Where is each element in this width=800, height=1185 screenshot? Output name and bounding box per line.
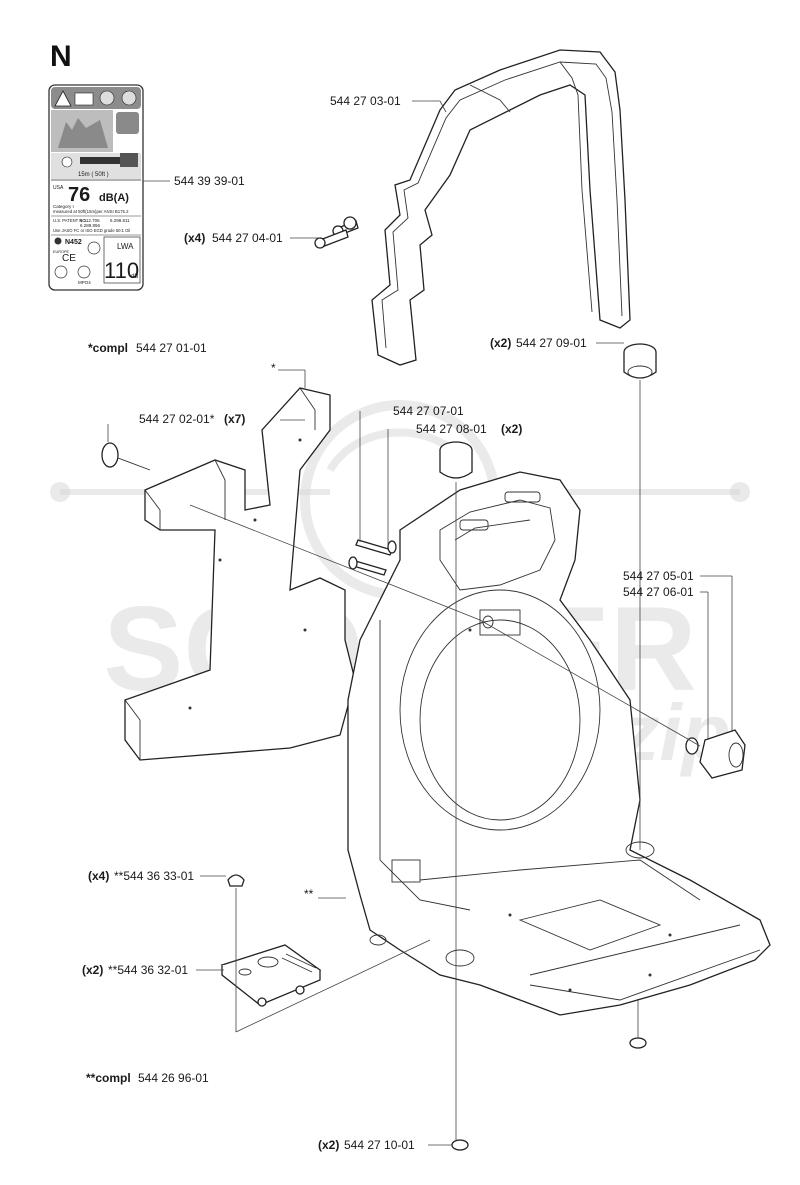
decal-round-icon: [54, 237, 62, 245]
foot-screw: [227, 874, 245, 887]
frame-screws: [314, 216, 359, 249]
decal-europe: EUROPE: [53, 250, 70, 254]
glove-icon: [116, 112, 139, 134]
label-compl-base: 544 26 96-01: [138, 1071, 209, 1085]
no-bystander-icon: [61, 156, 73, 168]
label-compl-pad-prefix: *compl: [88, 341, 128, 355]
pad-clip: [101, 442, 151, 471]
decal-patent-1: 6.112.706: [80, 218, 100, 223]
label-grommet-right: 544 27 09-01: [516, 336, 587, 350]
label-screw-qty: (x4): [184, 231, 205, 245]
decal-db-unit: dB(A): [99, 192, 129, 204]
label-star: *: [271, 361, 276, 375]
decal-patent-3: 6.289.856: [80, 223, 101, 228]
label-grommet-top: 544 27 08-01: [416, 422, 487, 436]
decal-distance: 15m ( 50ft ): [78, 172, 109, 178]
backrest-frame: [347, 471, 771, 1016]
bolts: [348, 539, 397, 576]
label-bolt: 544 27 07-01: [393, 404, 464, 418]
label-compl-base-prefix: **compl: [86, 1071, 131, 1085]
decal-lwa-unit: dB: [131, 274, 138, 280]
decal-sound-icon: [87, 241, 101, 255]
decal-model: N452: [65, 239, 82, 246]
foot-pad: [220, 944, 322, 1007]
label-decal: 544 39 39-01: [174, 174, 245, 188]
warning-decal: 15m ( 50ft ) USA 76 dB(A) Category I mea…: [48, 84, 144, 291]
label-grommet-top-qty: (x2): [501, 422, 522, 436]
label-frame-top: 544 27 03-01: [330, 94, 401, 108]
decal-db-value: 76: [68, 184, 90, 206]
decal-us-patent: U.S. PATENT NO.: [53, 218, 87, 223]
decal-ce-mark: CE: [62, 253, 76, 264]
leader-lines: [107, 100, 733, 1146]
label-foot-screw: **544 36 33-01: [114, 869, 194, 883]
label-knob-2: 544 27 06-01: [623, 585, 694, 599]
decal-lwa-label: LWA: [117, 242, 134, 251]
decal-patent-2: 6.298.811: [110, 218, 130, 223]
ear-protection-icon: [99, 90, 115, 106]
label-knob-1: 544 27 05-01: [623, 569, 694, 583]
label-compl-pad: 544 27 01-01: [136, 341, 207, 355]
decal-approval-icon: [54, 265, 68, 279]
operator-icon: [58, 118, 108, 148]
tension-knob: [685, 729, 746, 779]
decal-region: USA: [53, 185, 64, 191]
label-foot-qty: (x2): [82, 963, 103, 977]
backpack-frame: [371, 49, 631, 366]
helmet-icon: [121, 90, 137, 106]
label-foot: **544 36 32-01: [108, 963, 188, 977]
decal-oil-note: Use JASO FC or ISO EGD grade 50:1 Oil: [53, 228, 130, 233]
label-bottom-qty: (x2): [318, 1138, 339, 1152]
manual-icon: [74, 92, 94, 106]
grommet-right: [623, 343, 657, 379]
label-screw: 544 27 04-01: [212, 231, 283, 245]
label-bottom: 544 27 10-01: [344, 1138, 415, 1152]
label-pad-clip-qty: (x7): [224, 412, 245, 426]
back-pad: [124, 387, 356, 761]
decal-pct-icon: [77, 265, 91, 279]
decal-mpo: MPO4: [78, 280, 91, 285]
decal-lwa-value: 110: [104, 258, 139, 283]
label-grommet-right-qty: (x2): [490, 336, 511, 350]
label-foot-screw-qty: (x4): [88, 869, 109, 883]
decal-category: Category I: [53, 204, 74, 209]
bottom-foot: [451, 1037, 647, 1151]
warning-icon: [54, 90, 72, 107]
label-double-star: **: [304, 887, 314, 901]
label-pad-clip: 544 27 02-01*: [139, 412, 215, 426]
section-letter: N: [50, 40, 72, 73]
decal-measured: measured at 50ft(15m)per ANSI B175.2: [53, 209, 129, 214]
grommet-top: [439, 441, 473, 479]
